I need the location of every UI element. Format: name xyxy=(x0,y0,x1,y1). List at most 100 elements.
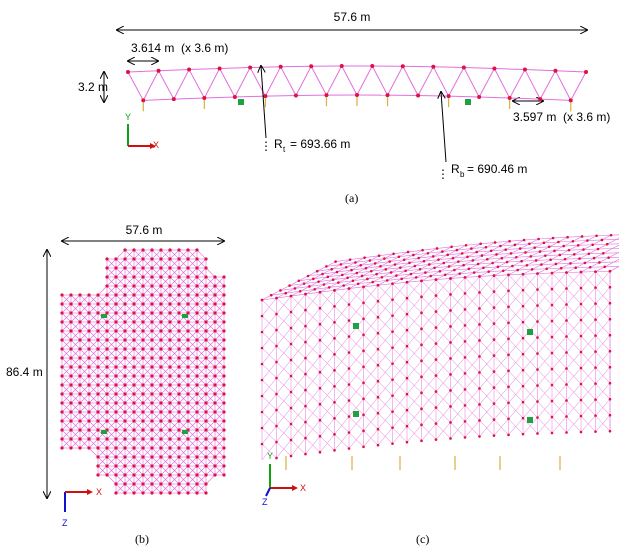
web-member xyxy=(334,352,350,371)
top-chord xyxy=(189,67,220,71)
grid-node xyxy=(105,293,109,297)
grid-member xyxy=(151,447,162,458)
grid-member xyxy=(525,251,541,253)
grid-node xyxy=(105,401,109,405)
grid-node xyxy=(565,319,568,322)
grid-member xyxy=(124,276,135,287)
grid-node xyxy=(260,426,264,430)
grid-node xyxy=(507,321,510,325)
grid-node xyxy=(222,455,226,459)
grid-node xyxy=(351,279,355,283)
grid-member xyxy=(178,348,189,359)
grid-member xyxy=(115,276,126,287)
grid-node xyxy=(478,275,481,278)
grid-member xyxy=(115,366,126,377)
grid-node xyxy=(150,356,154,360)
grid-node xyxy=(463,420,467,423)
grid-member xyxy=(169,366,180,377)
grid-node xyxy=(417,256,421,260)
width-label: 57.6 m xyxy=(126,223,163,237)
grid-node xyxy=(159,356,163,360)
web-member xyxy=(348,334,364,353)
grid-node xyxy=(87,293,91,297)
grid-node xyxy=(177,464,181,468)
grid-node xyxy=(150,464,154,468)
grid-member xyxy=(205,402,216,413)
grid-node xyxy=(304,372,307,376)
grid-node xyxy=(362,317,365,321)
grid-node xyxy=(141,419,145,423)
bottom-chord xyxy=(418,95,449,97)
grid-member xyxy=(214,366,225,377)
grid-member xyxy=(124,429,135,440)
grid-node xyxy=(334,260,337,263)
grid-node xyxy=(582,248,585,251)
grid-member xyxy=(430,274,446,277)
grid-member xyxy=(530,255,546,257)
grid-member xyxy=(151,285,162,296)
grid-member xyxy=(133,258,144,269)
grid-node xyxy=(114,311,118,315)
grid-member xyxy=(462,248,472,254)
grid-node xyxy=(405,344,409,348)
grid-node xyxy=(168,428,172,432)
grid-node xyxy=(204,392,208,396)
grid-node xyxy=(132,338,136,342)
grid-node xyxy=(150,428,154,432)
grid-member xyxy=(169,294,180,305)
web-member xyxy=(276,375,292,395)
grid-node xyxy=(521,288,525,292)
web-member xyxy=(566,351,582,369)
grid-node xyxy=(587,252,591,256)
bottom-node xyxy=(416,93,421,98)
grid-member xyxy=(178,285,189,296)
grid-member xyxy=(187,420,198,431)
top-node xyxy=(248,65,253,70)
grid-node xyxy=(333,353,336,356)
grid-member xyxy=(151,339,162,350)
grid-node xyxy=(578,257,581,260)
grid-member xyxy=(205,339,216,350)
grid-node xyxy=(362,301,365,305)
support-marker xyxy=(238,99,244,105)
grid-member xyxy=(529,238,539,245)
top-node xyxy=(492,66,497,71)
grid-member xyxy=(508,273,524,276)
grid-member xyxy=(401,273,412,280)
grid-member xyxy=(115,249,126,260)
grid-member xyxy=(361,270,372,277)
grid-node xyxy=(580,235,584,238)
grid-node xyxy=(362,349,365,353)
grid-member xyxy=(445,273,460,276)
grid-node xyxy=(478,323,481,326)
grid-member xyxy=(509,239,525,242)
grid-member xyxy=(115,483,126,494)
grid-member xyxy=(214,456,225,467)
grid-member xyxy=(588,248,599,255)
grid-node xyxy=(333,289,336,292)
grid-node xyxy=(222,401,226,405)
grid-member xyxy=(160,438,171,449)
grid-node xyxy=(420,343,423,347)
grid-node xyxy=(96,374,100,378)
web-member xyxy=(334,432,350,451)
web-member xyxy=(392,282,408,300)
grid-member xyxy=(160,303,171,314)
diagonal xyxy=(387,66,404,96)
grid-node xyxy=(69,446,73,450)
grid-member xyxy=(124,375,135,386)
web-member xyxy=(580,287,596,305)
grid-node xyxy=(563,257,567,261)
grid-member xyxy=(133,294,144,305)
grid-member xyxy=(584,257,595,264)
grid-node xyxy=(318,354,322,358)
grid-member xyxy=(178,330,189,341)
web-member xyxy=(377,379,393,398)
web-member xyxy=(261,345,277,365)
grid-node xyxy=(213,329,217,333)
grid-node xyxy=(594,318,597,321)
grid-member xyxy=(352,275,363,282)
grid-node xyxy=(380,275,384,279)
grid-node xyxy=(60,329,64,333)
bottom-chord xyxy=(540,98,571,101)
